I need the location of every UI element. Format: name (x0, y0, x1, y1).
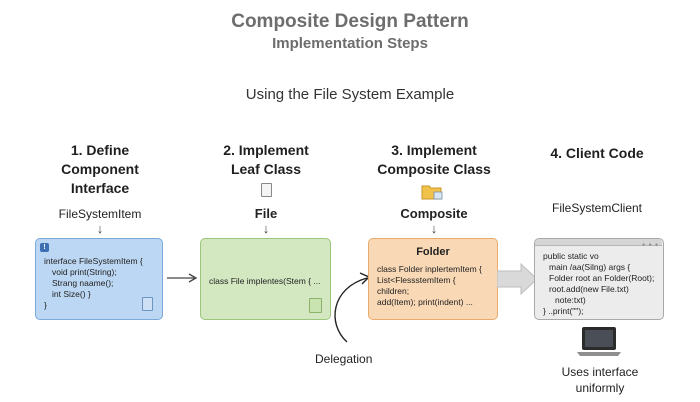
laptop-icon (577, 327, 621, 356)
step-2-title: 2. Implement Leaf Class (200, 141, 332, 179)
down-arrow-icon: ↓ (96, 221, 104, 236)
interface-code-line: int Size() } (52, 289, 91, 299)
delegation-label: Delegation (315, 352, 373, 366)
leaf-code-line: class File implentes(Stem { ... (209, 276, 321, 286)
step-3-label: Composite (400, 206, 468, 221)
right-arrow-icon (167, 273, 198, 283)
client-code-line: } ..print(""); (543, 306, 584, 316)
client-code-line: public static vo (543, 251, 599, 261)
interface-code-line: interface FileSystemItem { (44, 256, 143, 266)
down-arrow-icon: ↓ (430, 221, 438, 236)
page-title: Composite Design Pattern (231, 11, 469, 32)
interface-box: ! interface FileSystemItem { void print(… (35, 238, 163, 320)
client-code-window: ● ● ● public static vo main /aa(Silng) a… (534, 238, 664, 320)
client-code-line: Folder root an Folder(Root); (549, 273, 655, 283)
example-caption: Using the File System Example (245, 86, 455, 103)
interface-code-line: void print(String); (52, 267, 117, 277)
step-1-title-line2: Component (61, 161, 139, 177)
step-2-label: File (254, 206, 278, 221)
uses-line1: Uses interface (561, 365, 639, 379)
composite-code-line: class Folder inplertemItem { (377, 264, 482, 274)
info-icon: ! (40, 243, 49, 252)
leaf-box: class File implentes(Stem { ... (200, 238, 331, 320)
page-subtitle: Implementation Steps (272, 35, 428, 52)
step-2-title-line1: 2. Implement (223, 142, 309, 158)
step-3-title: 3. Implement Composite Class (368, 141, 500, 179)
client-code-line: root.add(new File.txt) (549, 284, 629, 294)
step-4-title-line1: 4. Client Code (550, 145, 644, 161)
uses-interface-caption: Uses interface uniformly (540, 364, 660, 396)
folder-icon (421, 185, 443, 200)
step-1-title-line3: Interface (70, 180, 130, 196)
composite-code-line: add(Item); print(indent) ... (377, 297, 473, 307)
composite-box-title: Folder (416, 246, 450, 258)
window-controls-icon: ● ● ● (642, 242, 659, 248)
composite-box: Folder class Folder inplertemItem { List… (368, 238, 498, 320)
client-code-line: main /aa(Silng) args { (549, 262, 631, 272)
client-code-line: note:txt) (555, 295, 586, 305)
interface-code-line: Strang naame(); (52, 278, 114, 288)
document-icon (142, 297, 153, 311)
interface-code-line: } (44, 300, 47, 310)
step-4-title: 4. Client Code (532, 144, 662, 163)
step-3-title-line2: Composite Class (377, 161, 491, 177)
step-1-title: 1. Define Component Interface (35, 141, 165, 198)
uses-line2: uniformly (575, 381, 625, 395)
window-title-bar (535, 239, 662, 246)
step-1-label: FileSystemItem (58, 207, 142, 221)
step-3-title-line1: 3. Implement (391, 142, 477, 158)
file-icon (261, 183, 272, 197)
down-arrow-icon: ↓ (262, 221, 270, 236)
step-1-title-line1: 1. Define (70, 142, 130, 158)
composite-code-line: children; (377, 286, 410, 296)
step-2-title-line2: Leaf Class (230, 161, 302, 177)
step-4-label: FileSystemClient (551, 201, 643, 215)
right-arrow-icon (497, 262, 538, 296)
document-icon (309, 298, 322, 313)
composite-code-line: List<FlessstemItem { (377, 275, 456, 285)
